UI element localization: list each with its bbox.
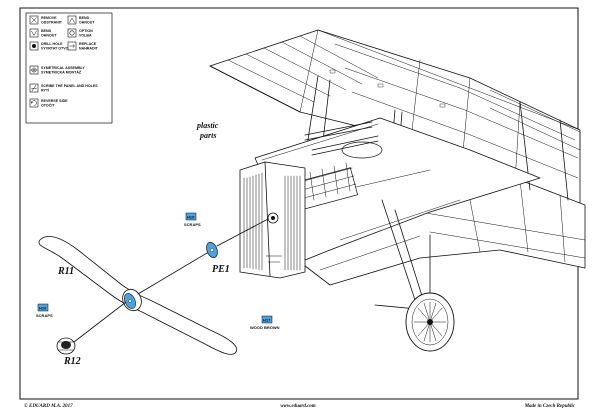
fuselage xyxy=(254,117,541,263)
bend-icon xyxy=(67,15,77,25)
leader-shaft xyxy=(216,218,269,247)
callout-1: H10 SCRAPS xyxy=(184,212,201,227)
radiator xyxy=(239,161,306,279)
reverse-side-icon xyxy=(29,98,39,108)
callout-3-swatch xyxy=(261,315,273,324)
part-label-r11: R11 xyxy=(57,266,74,277)
callout-3-label: WOOD BROWN xyxy=(250,325,280,330)
part-label-pe1: PE1 xyxy=(212,264,230,275)
callout-3: H17 WOOD BROWN xyxy=(250,315,280,330)
r12-spinner xyxy=(56,337,76,355)
part-label-r12: R12 xyxy=(63,356,81,367)
bend-backwards-icon xyxy=(29,28,39,38)
leader-r12 xyxy=(73,301,127,343)
option-icon xyxy=(67,28,77,38)
callout-3-code: H17 xyxy=(263,318,271,323)
propeller xyxy=(38,236,238,355)
callout-1-code: H10 xyxy=(187,215,195,220)
footer-website: www.eduard.com xyxy=(280,404,315,409)
leader-pe1 xyxy=(137,252,208,295)
aircraft-illustration xyxy=(209,29,586,352)
callout-2-code: H10 xyxy=(39,306,47,311)
parts-group xyxy=(38,218,269,355)
callout-2-label: SCRAPS xyxy=(36,313,53,318)
callout-1-swatch xyxy=(185,212,197,221)
callout-1-label: SCRAPS xyxy=(184,222,201,227)
lower-wing xyxy=(299,179,586,286)
landing-gear xyxy=(374,199,455,352)
footer-origin: Made in Czech Republic xyxy=(524,404,576,409)
footer-copyright: © EDUARD M.A. 2017 xyxy=(24,403,73,409)
callout-2-swatch xyxy=(37,303,49,312)
callout-2: H10 SCRAPS xyxy=(36,303,53,318)
